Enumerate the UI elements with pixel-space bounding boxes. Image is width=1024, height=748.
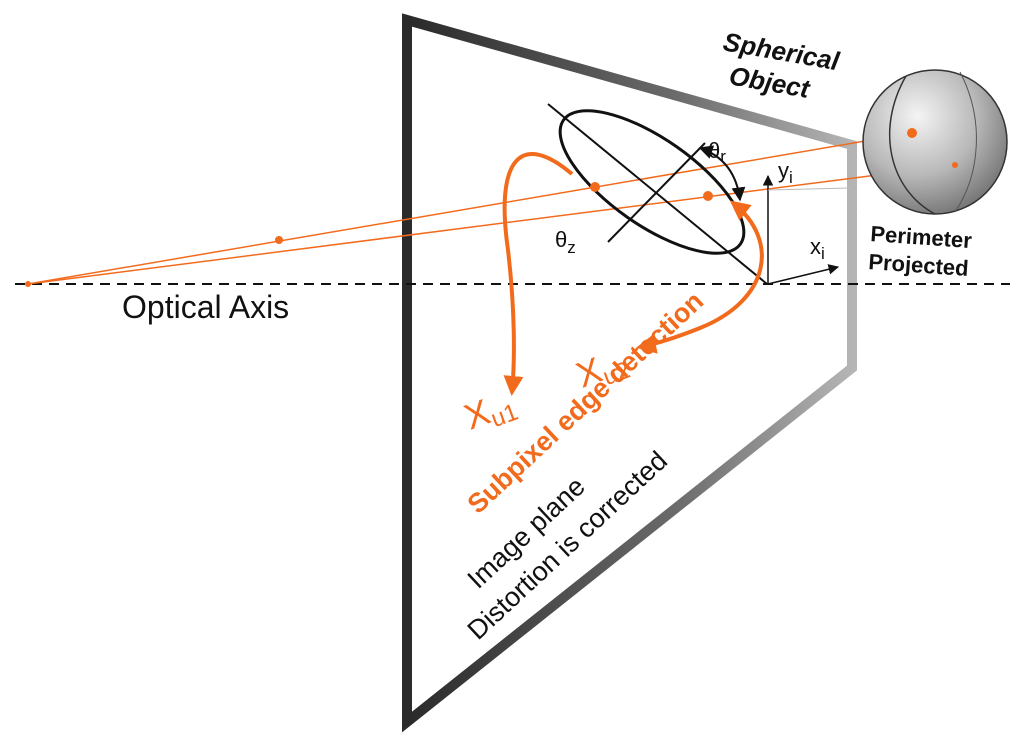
sphere-point-upper [907,128,917,138]
optical-axis-label: Optical Axis [122,289,289,325]
theta-z-label: θz [555,227,576,257]
perimeter-label-line2: Projected [868,249,970,281]
sphere-perimeter-curve [888,75,936,215]
focal-point [25,281,31,287]
theta-r-label: θr [708,138,726,166]
ray-point [275,236,283,244]
xi-axis [767,264,840,285]
theta-r-arc [698,145,746,202]
xi-label: xi [810,234,825,263]
arrow-xu2 [636,200,764,354]
axis-box-top [767,187,851,191]
projection-ray-upper [27,132,913,285]
perimeter-label-line1: Perimeter [870,221,973,253]
yi-label: yi [778,158,793,187]
edge-point-xu2 [703,191,713,201]
arrow-xu1 [502,152,574,396]
ellipse-minor-axis [607,142,706,243]
sphere-point-lower [952,162,958,168]
projection-ray-lower [27,164,956,285]
spherical-object [862,69,1008,215]
edge-point-xu1 [590,182,600,192]
sphere-meridian [954,71,977,213]
